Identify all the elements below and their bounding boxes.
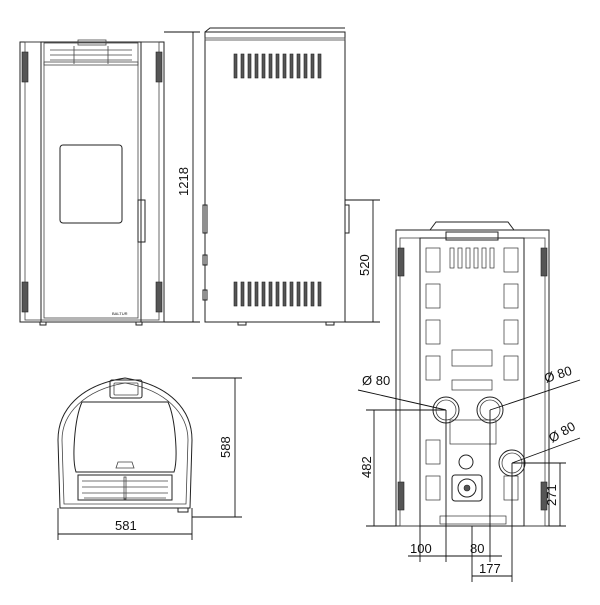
rear-fan [451, 474, 483, 502]
side-lower-vents [233, 281, 322, 307]
horizontal-dimensions [408, 410, 513, 582]
height-dimension: 1218 [164, 31, 200, 323]
lower-pipe-height-dimension: 271 [512, 462, 566, 527]
side-view [202, 27, 350, 326]
side-upper-vents [233, 53, 322, 79]
upper-pipe-height-label: 482 [359, 456, 374, 478]
side-outlet-dimension: 520 [345, 199, 380, 323]
height-label: 1218 [176, 167, 191, 196]
top-pellet-lid [109, 379, 143, 399]
diameter-label-left: Ø 80 [362, 373, 390, 388]
offset-left-label: 100 [410, 541, 432, 556]
diameter-leaders [357, 379, 581, 464]
pipe-spacing-label: 80 [470, 541, 484, 556]
lower-pipe-height-label: 271 [544, 484, 559, 506]
top-view [57, 377, 193, 513]
brand-mark: BALTUR [112, 311, 128, 316]
upper-pipe-height-dimension: 482 [359, 409, 446, 527]
offset-right-label: 177 [479, 561, 501, 576]
front-window [59, 144, 123, 224]
front-top-grille [43, 39, 139, 66]
rear-view [395, 221, 550, 527]
depth-label: 588 [218, 436, 233, 458]
width-dimension: 581 [57, 508, 193, 540]
width-label: 581 [115, 518, 137, 533]
front-view: BALTUR [19, 39, 165, 326]
door-handle [137, 199, 146, 243]
depth-dimension: 588 [192, 377, 242, 518]
rear-vent-slots [425, 247, 519, 501]
diameter-label-lower: Ø 80 [546, 419, 578, 446]
side-outlet-label: 520 [357, 254, 372, 276]
diameter-label-right: Ø 80 [542, 363, 573, 386]
